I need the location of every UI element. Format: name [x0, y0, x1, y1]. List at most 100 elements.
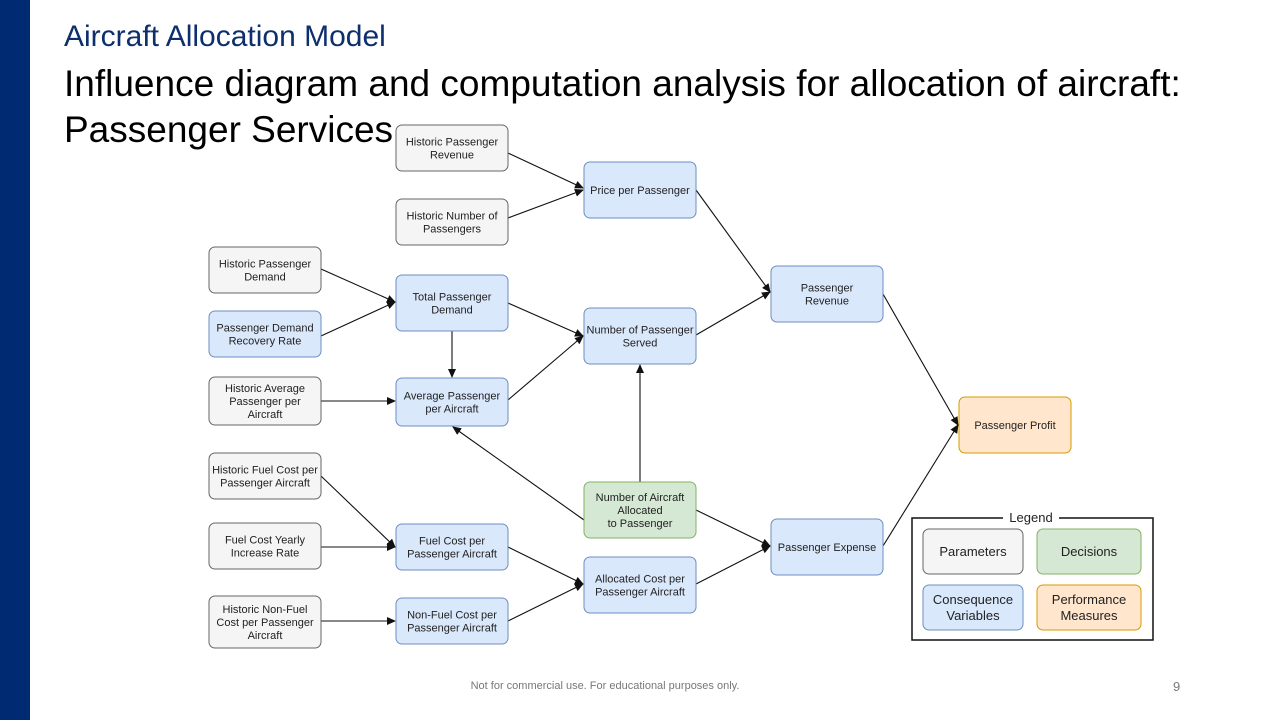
node-recov-label-line: Passenger Demand — [216, 322, 313, 334]
node-total-dem-label-line: Demand — [431, 304, 473, 316]
node-pax-exp-label-line: Passenger Expense — [778, 542, 876, 554]
edge-num-served-to-pax-rev — [695, 291, 771, 336]
legend-item-parameter-label-line: Parameters — [939, 544, 1007, 559]
node-hist-rev-label-line: Revenue — [430, 149, 474, 161]
edge-hist-rev-to-price — [507, 152, 584, 189]
legend-item-decision-label-line: Decisions — [1061, 544, 1118, 559]
legend-item-decision-box — [1036, 528, 1142, 575]
node-nonfuel-cost-box — [395, 597, 509, 645]
node-hist-nonfuel-label-line: Aircraft — [248, 630, 283, 642]
node-fuel-inc-box — [208, 522, 322, 570]
node-nonfuel-cost-label-line: Passenger Aircraft — [407, 622, 497, 634]
node-hist-dem-label-line: Historic Passenger — [219, 258, 312, 270]
node-hist-num-box — [395, 198, 509, 246]
node-hist-nonfuel-label-line: Historic Non-Fuel — [223, 604, 308, 616]
node-hist-dem-box — [208, 246, 322, 294]
brand-sidebar — [0, 0, 30, 720]
node-hist-fuel-box — [208, 452, 322, 500]
legend-item-consequence-box — [922, 584, 1024, 631]
slide-title-line-1: Influence diagram and computation analys… — [64, 63, 1181, 104]
edge-fuel-cost-to-alloc-cost — [507, 546, 584, 585]
node-num-aircraft-label-line: Number of Aircraft — [596, 492, 685, 504]
node-pax-exp-box — [770, 518, 884, 576]
node-hist-nonfuel-label-line: Cost per Passenger — [216, 617, 314, 629]
node-avg-pax-box — [395, 377, 509, 427]
node-hist-avg-label-line: Passenger per — [229, 396, 301, 408]
node-hist-num-label-line: Passengers — [423, 223, 482, 235]
edges-layer — [320, 152, 959, 625]
legend-item-consequence-label-line: Consequence — [933, 592, 1013, 607]
node-fuel-cost-box — [395, 523, 509, 571]
node-total-dem-label-line: Total Passenger — [413, 291, 492, 303]
edge-avg-pax-to-num-served — [507, 335, 584, 401]
node-num-served-box — [583, 307, 697, 365]
edge-alloc-cost-to-pax-exp — [695, 545, 771, 585]
footer-note: Not for commercial use. For educational … — [470, 680, 740, 692]
legend-title-bg — [1003, 510, 1059, 526]
node-nonfuel-cost-label-line: Non-Fuel Cost per — [407, 609, 497, 621]
node-hist-avg-label-line: Aircraft — [248, 409, 283, 421]
node-num-served-label-line: Served — [623, 337, 658, 349]
node-pax-rev-label-line: Passenger — [801, 282, 854, 294]
edge-total-dem-to-num-served — [507, 302, 584, 337]
node-hist-rev-box — [395, 124, 509, 172]
node-price: Price per Passenger — [583, 161, 697, 219]
node-total-dem-box — [395, 274, 509, 332]
node-alloc-cost-box — [583, 556, 697, 614]
node-num-aircraft-label-line: Allocated — [617, 505, 662, 517]
edge-nonfuel-cost-to-alloc-cost — [507, 583, 584, 622]
node-hist-fuel-label-line: Passenger Aircraft — [220, 477, 310, 489]
legend-item-parameter-box — [922, 528, 1024, 575]
node-avg-pax-label-line: Average Passenger — [404, 390, 501, 402]
node-profit: Passenger Profit — [958, 396, 1072, 454]
legend-item-parameter: Parameters — [922, 528, 1024, 575]
node-num-aircraft-box — [583, 481, 697, 539]
edge-num-aircraft-to-pax-exp — [695, 509, 771, 547]
node-alloc-cost-label-line: Allocated Cost per — [595, 573, 685, 585]
slide-title: Influence diagram and computation analys… — [64, 61, 1214, 153]
slide-title-line-2: Passenger Services — [64, 109, 394, 150]
legend-item-decision: Decisions — [1036, 528, 1142, 575]
legend-item-performance-box — [1036, 584, 1142, 631]
node-pax-rev-label-line: Revenue — [805, 295, 849, 307]
legend-title: Legend — [1009, 510, 1052, 525]
edge-recov-to-total-dem — [320, 301, 396, 337]
node-profit-label-line: Passenger Profit — [974, 420, 1055, 432]
edge-pax-exp-to-profit — [882, 424, 959, 547]
node-fuel-cost-label-line: Fuel Cost per — [419, 535, 485, 547]
node-avg-pax-label-line: per Aircraft — [425, 403, 478, 415]
edge-hist-num-to-price — [507, 189, 584, 219]
edge-num-aircraft-to-avg-pax — [452, 426, 585, 521]
node-hist-rev-label-line: Historic Passenger — [406, 136, 499, 148]
node-recov-box — [208, 310, 322, 358]
node-hist-dem-label-line: Demand — [244, 271, 286, 283]
legend-item-performance-label-line: Performance — [1052, 592, 1126, 607]
node-hist-num-label-line: Historic Number of — [406, 210, 498, 222]
legend-item-consequence-label-line: Variables — [946, 608, 1000, 623]
node-pax-exp: Passenger Expense — [770, 518, 884, 576]
page-number: 9 — [1173, 679, 1181, 694]
node-pax-rev-box — [770, 265, 884, 323]
node-fuel-inc-label-line: Increase Rate — [231, 547, 299, 559]
legend: Legend Parameters DecisionsConsequenceVar… — [911, 510, 1154, 641]
node-num-aircraft-label-line: to Passenger — [608, 518, 673, 530]
node-fuel-cost-label-line: Passenger Aircraft — [407, 548, 497, 560]
node-recov-label-line: Recovery Rate — [229, 335, 302, 347]
